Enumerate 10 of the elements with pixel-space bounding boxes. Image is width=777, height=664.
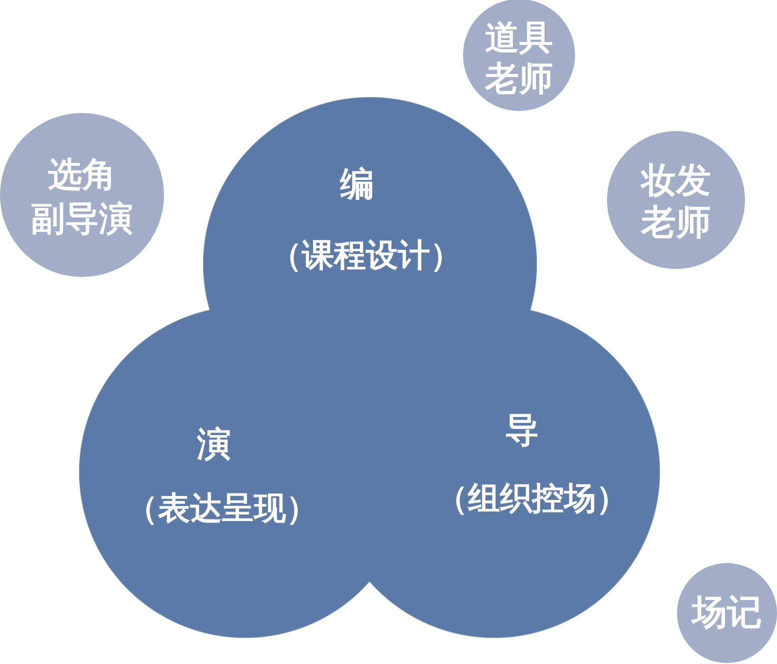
bubble-label: 选角副导演 bbox=[30, 154, 134, 241]
bubble-label: 场记 bbox=[690, 592, 763, 634]
circle-title: 导 bbox=[505, 410, 539, 452]
bubble-label: 道具老师 bbox=[484, 18, 554, 100]
circle-subtitle: （组织控场） bbox=[436, 478, 628, 518]
circle-title: 演 bbox=[197, 424, 231, 466]
circle-subtitle: （课程设计） bbox=[270, 236, 462, 274]
circle-title: 编 bbox=[340, 164, 374, 206]
circle-subtitle: （表达呈现） bbox=[126, 488, 318, 528]
bubble-label: 妆发老师 bbox=[639, 160, 712, 244]
